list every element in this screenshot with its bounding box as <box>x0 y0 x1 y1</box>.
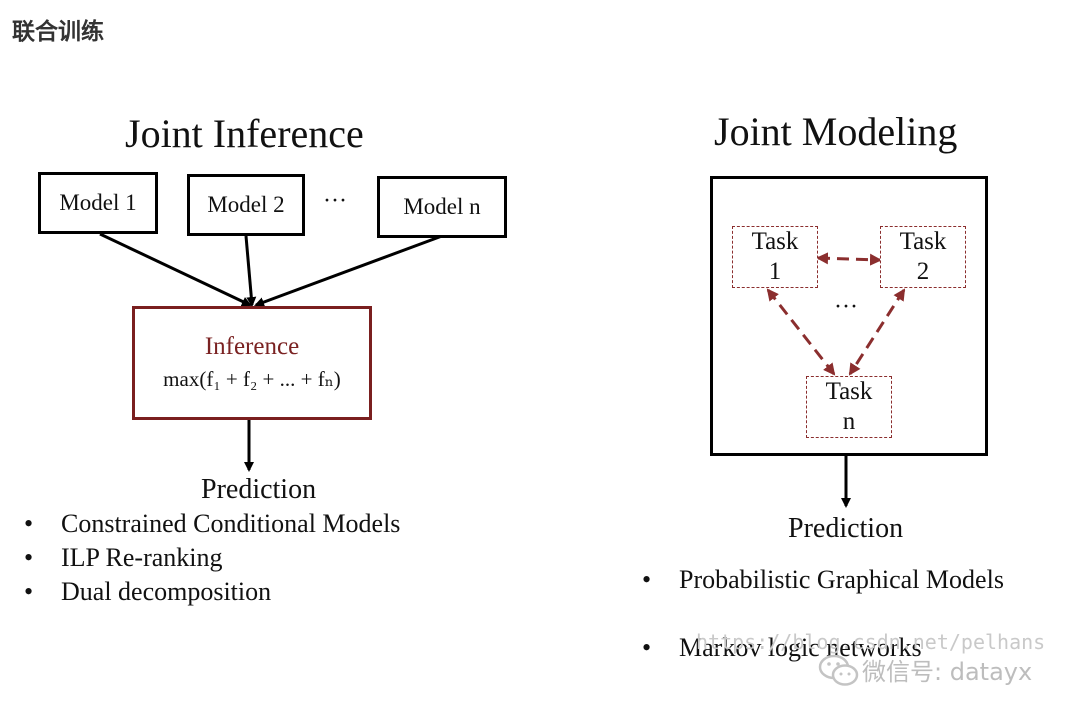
model-2-box: Model 2 <box>187 174 305 236</box>
inference-label: Inference <box>204 333 300 360</box>
model-1-box: Model 1 <box>38 172 158 234</box>
wechat-icon <box>818 654 859 686</box>
arrow-model2-to-inference <box>244 235 257 307</box>
models-ellipsis: ··· <box>323 188 347 214</box>
list-item: Dual decomposition <box>24 577 400 607</box>
joint-modeling-methods-list: Probabilistic Graphical Models Markov lo… <box>642 565 1004 663</box>
model-1-label: Model 1 <box>59 190 137 215</box>
right-prediction-label: Prediction <box>788 513 904 544</box>
list-item: Markov logic networks <box>642 633 1004 663</box>
model-n-label: Model n <box>403 194 481 219</box>
joint-inference-methods-list: Constrained Conditional Models ILP Re-ra… <box>24 509 400 607</box>
task-n-box: Task n <box>806 376 892 438</box>
task-2-box: Task 2 <box>880 226 966 288</box>
joint-modeling-title: Joint Modeling <box>714 109 958 154</box>
arrow-modeln-to-inference <box>254 234 443 307</box>
blog-url-watermark: https://blog.csdn.net/pelhans <box>696 630 1046 654</box>
inference-formula: max(f₁ + f₂ + ... + fₙ) <box>163 367 341 391</box>
dashed-arrow-task2-taskn <box>848 288 906 376</box>
left-prediction-label: Prediction <box>201 474 317 505</box>
task-2-label: Task <box>899 228 947 255</box>
page-heading: 联合训练 <box>12 19 104 45</box>
task-1-box: Task 1 <box>732 226 818 288</box>
wechat-id-watermark: 微信号: datayx <box>862 658 1033 686</box>
dashed-arrow-task1-task2 <box>816 252 882 266</box>
task-n-label: Task <box>825 378 873 405</box>
task-n-index: n <box>842 408 856 435</box>
model-n-box: Model n <box>377 176 507 238</box>
model-2-label: Model 2 <box>207 192 285 217</box>
tasks-ellipsis: ··· <box>834 294 858 320</box>
arrow-model1-to-inference <box>99 232 252 307</box>
inference-box: Inference max(f₁ + f₂ + ... + fₙ) <box>132 306 372 420</box>
task-1-index: 1 <box>768 258 782 285</box>
task-1-label: Task <box>751 228 799 255</box>
joint-inference-title: Joint Inference <box>125 111 364 156</box>
joint-model-box <box>710 176 988 456</box>
list-item: Probabilistic Graphical Models <box>642 565 1004 595</box>
task-2-index: 2 <box>916 258 930 285</box>
list-item: ILP Re-ranking <box>24 543 400 573</box>
list-item: Constrained Conditional Models <box>24 509 400 539</box>
